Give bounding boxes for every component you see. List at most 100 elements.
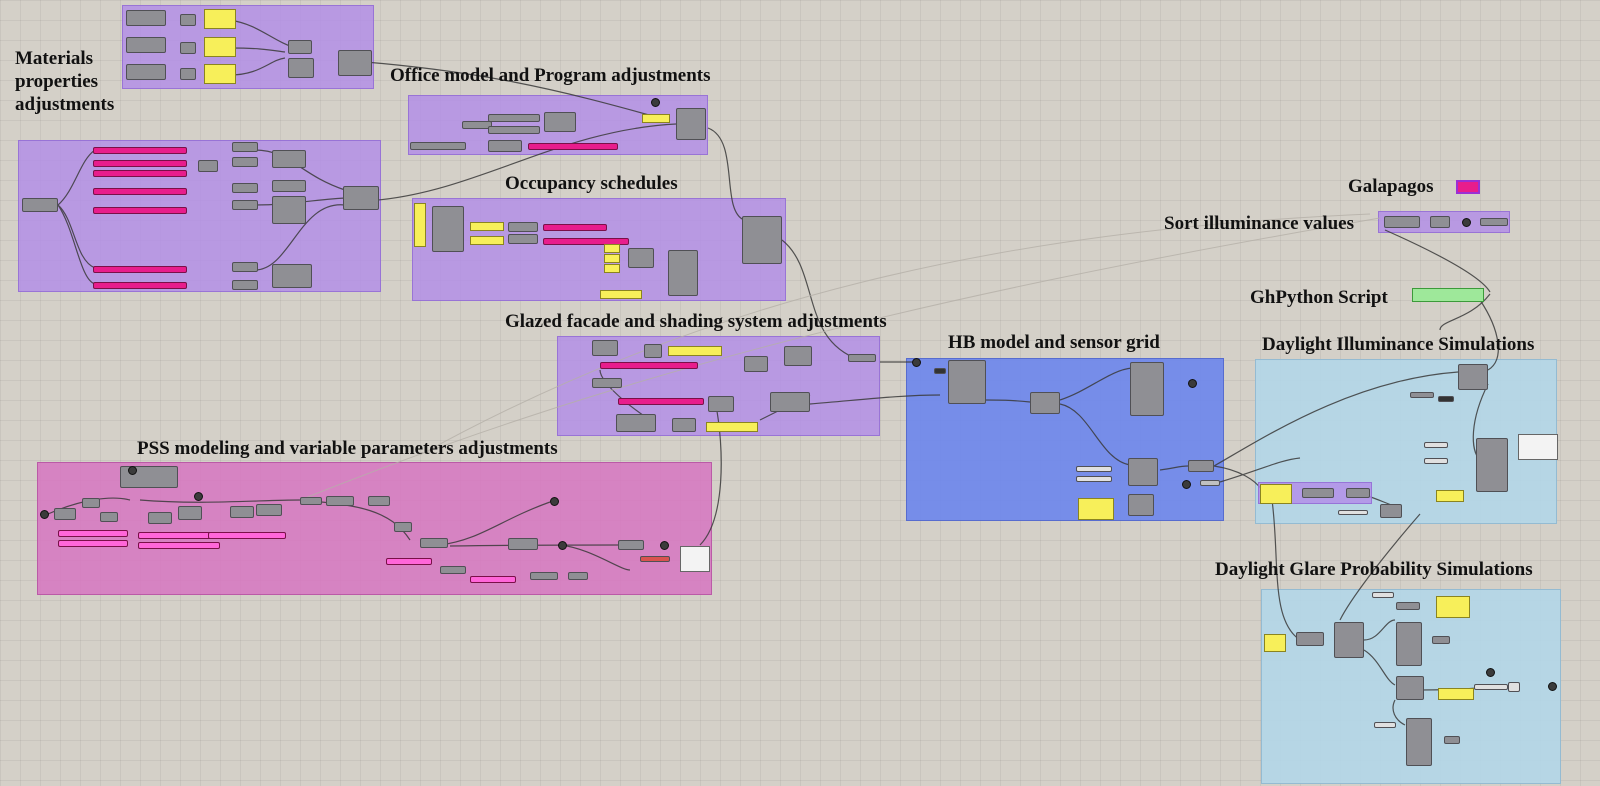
node[interactable] xyxy=(1396,676,1424,700)
number-slider[interactable] xyxy=(93,188,187,195)
node[interactable] xyxy=(1338,510,1368,515)
node[interactable] xyxy=(1380,504,1402,518)
number-slider[interactable] xyxy=(600,362,698,369)
galapagos-component[interactable] xyxy=(1456,180,1480,194)
number-slider[interactable] xyxy=(93,282,187,289)
toggle-knob[interactable] xyxy=(660,541,669,550)
node[interactable] xyxy=(1410,392,1434,398)
node[interactable] xyxy=(272,150,306,168)
node[interactable] xyxy=(1424,458,1448,464)
node[interactable] xyxy=(488,140,522,152)
node[interactable] xyxy=(1130,362,1164,416)
number-slider[interactable] xyxy=(470,576,516,583)
toggle-knob[interactable] xyxy=(558,541,567,550)
node[interactable] xyxy=(592,340,618,356)
node[interactable] xyxy=(1302,488,1334,498)
node[interactable] xyxy=(232,280,258,290)
node[interactable] xyxy=(640,556,670,562)
node[interactable] xyxy=(230,506,254,518)
node[interactable] xyxy=(288,40,312,54)
node[interactable] xyxy=(1346,488,1370,498)
node[interactable] xyxy=(232,200,258,210)
node[interactable] xyxy=(100,512,118,522)
number-slider[interactable] xyxy=(208,532,286,539)
node[interactable] xyxy=(1476,438,1508,492)
number-slider[interactable] xyxy=(138,542,220,549)
toggle-knob[interactable] xyxy=(1548,682,1557,691)
node[interactable] xyxy=(1430,216,1450,228)
number-slider[interactable] xyxy=(93,207,187,214)
ghpython-component[interactable] xyxy=(1412,288,1484,302)
node[interactable] xyxy=(126,37,166,53)
node[interactable] xyxy=(1200,480,1220,486)
toggle-knob[interactable] xyxy=(1182,480,1191,489)
number-slider[interactable] xyxy=(543,224,607,231)
toggle-knob[interactable] xyxy=(912,358,921,367)
number-slider[interactable] xyxy=(386,558,432,565)
node[interactable] xyxy=(1334,622,1364,658)
toggle-knob[interactable] xyxy=(651,98,660,107)
node[interactable] xyxy=(54,508,76,520)
node[interactable] xyxy=(1438,396,1454,402)
node[interactable] xyxy=(300,497,322,505)
node[interactable] xyxy=(180,42,196,54)
node[interactable] xyxy=(82,498,100,508)
node[interactable] xyxy=(272,264,312,288)
node[interactable] xyxy=(180,68,196,80)
node[interactable] xyxy=(326,496,354,506)
group-occupancy[interactable] xyxy=(412,198,786,301)
node[interactable] xyxy=(1474,684,1508,690)
node[interactable] xyxy=(343,186,379,210)
node[interactable] xyxy=(1384,216,1420,228)
node[interactable] xyxy=(148,512,172,524)
node[interactable] xyxy=(368,496,390,506)
toggle-knob[interactable] xyxy=(1486,668,1495,677)
toggle-knob[interactable] xyxy=(1188,379,1197,388)
node[interactable] xyxy=(508,538,538,550)
toggle-knob[interactable] xyxy=(40,510,49,519)
node[interactable] xyxy=(432,206,464,252)
node[interactable] xyxy=(1128,458,1158,486)
toggle-knob[interactable] xyxy=(128,466,137,475)
node[interactable] xyxy=(288,58,314,78)
node[interactable] xyxy=(1458,364,1488,390)
node[interactable] xyxy=(232,142,258,152)
node[interactable] xyxy=(256,504,282,516)
node[interactable] xyxy=(1296,632,1324,646)
node[interactable] xyxy=(232,262,258,272)
node[interactable] xyxy=(592,378,622,388)
node[interactable] xyxy=(618,540,644,550)
number-slider[interactable] xyxy=(618,398,704,405)
node[interactable] xyxy=(1076,466,1112,472)
number-slider[interactable] xyxy=(528,143,618,150)
node[interactable] xyxy=(934,368,946,374)
node[interactable] xyxy=(784,346,812,366)
number-slider[interactable] xyxy=(93,266,187,273)
node[interactable] xyxy=(232,183,258,193)
node[interactable] xyxy=(616,414,656,432)
number-slider[interactable] xyxy=(58,540,128,547)
node[interactable] xyxy=(742,216,782,264)
node[interactable] xyxy=(394,522,412,532)
node[interactable] xyxy=(544,112,576,132)
node[interactable] xyxy=(180,14,196,26)
node[interactable] xyxy=(770,392,810,412)
node[interactable] xyxy=(420,538,448,548)
node[interactable] xyxy=(530,572,558,580)
node[interactable] xyxy=(338,50,372,76)
node[interactable] xyxy=(410,142,466,150)
node[interactable] xyxy=(462,121,492,129)
node[interactable] xyxy=(1444,736,1460,744)
node[interactable] xyxy=(272,180,306,192)
toggle-knob[interactable] xyxy=(1462,218,1471,227)
node[interactable] xyxy=(1372,592,1394,598)
number-slider[interactable] xyxy=(58,530,128,537)
node[interactable] xyxy=(440,566,466,574)
node[interactable] xyxy=(508,234,538,244)
node[interactable] xyxy=(1406,718,1432,766)
number-slider[interactable] xyxy=(93,170,187,177)
node[interactable] xyxy=(1128,494,1154,516)
node[interactable] xyxy=(22,198,58,212)
node[interactable] xyxy=(232,157,258,167)
node[interactable] xyxy=(508,222,538,232)
